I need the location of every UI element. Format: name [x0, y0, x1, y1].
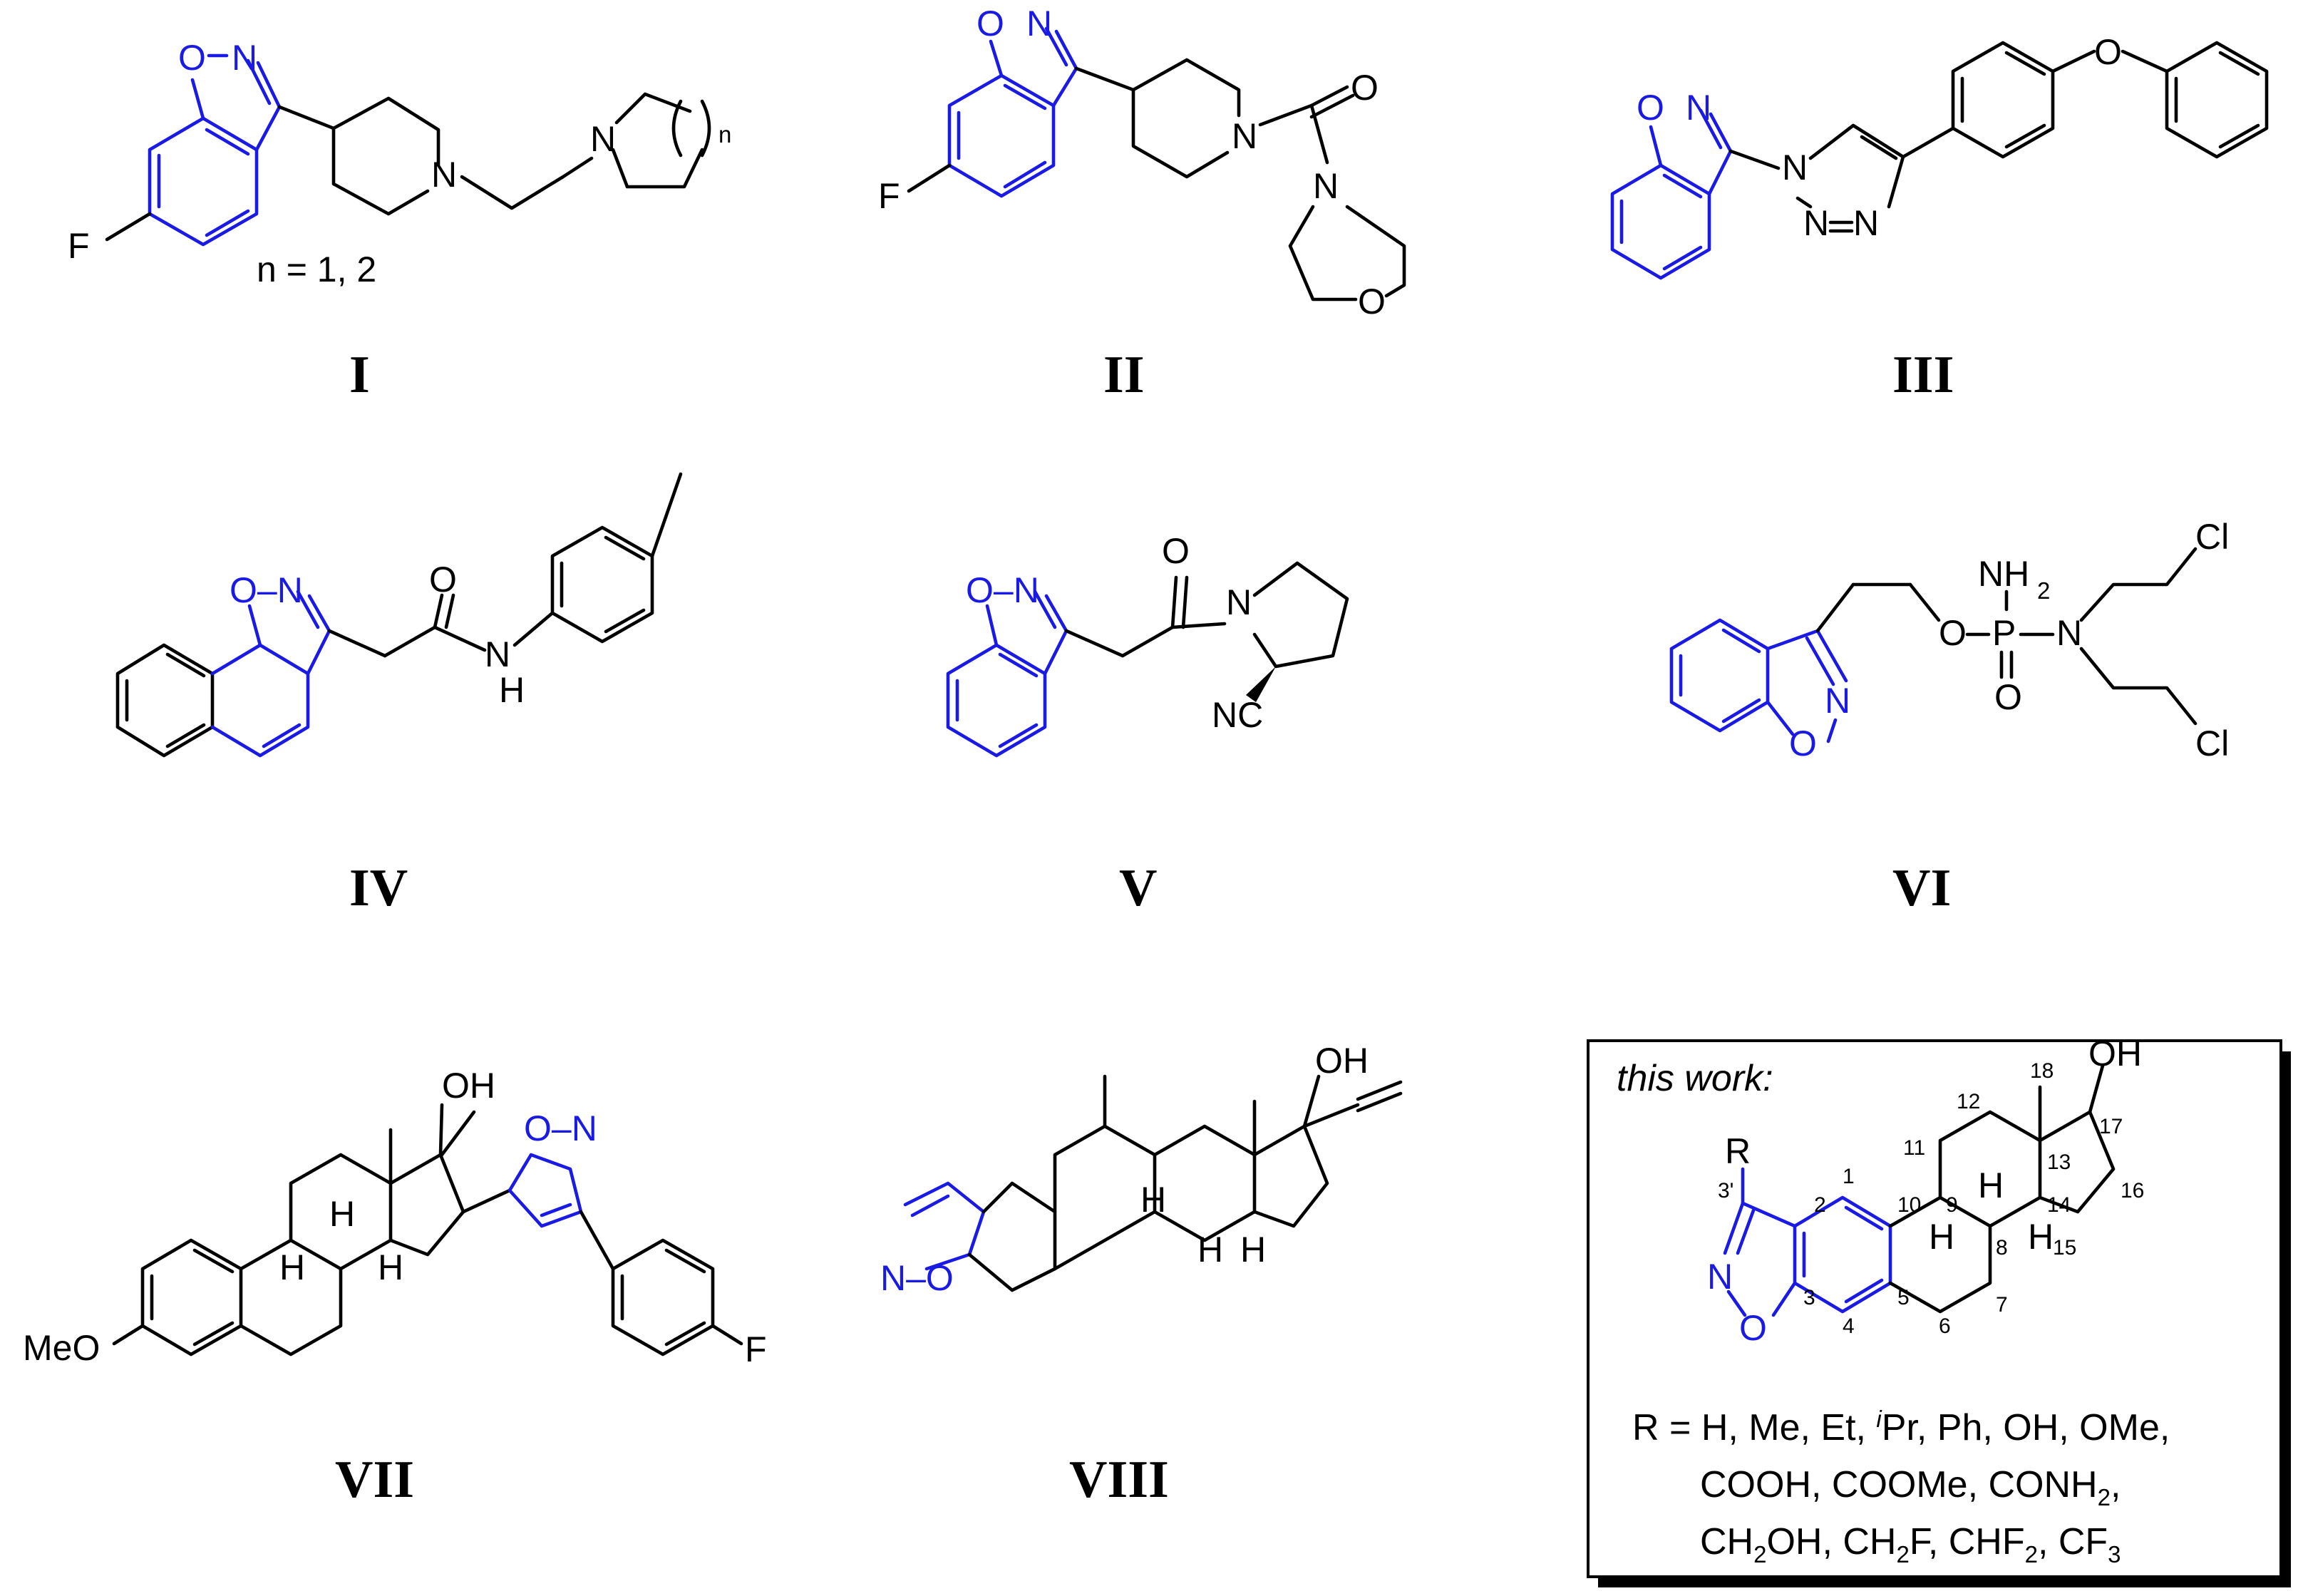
atom-N: N — [1026, 4, 1052, 43]
atom-number-16: 16 — [2121, 1179, 2144, 1203]
this-work-heading: this work: — [1617, 1058, 1773, 1099]
atom-number-9: 9 — [1946, 1193, 1958, 1217]
atom-NH2: NH — [1978, 554, 2029, 594]
atom-number-7: 7 — [1996, 1293, 2008, 1317]
atom-O: O — [1358, 282, 1386, 321]
compound-VIII: N–O OH H H H VIII — [880, 1041, 1403, 1509]
atom-number-3: 3 — [1803, 1286, 1815, 1309]
atom-number-10: 10 — [1897, 1193, 1921, 1217]
atom-N: N — [1853, 203, 1879, 243]
atom-N: N — [1313, 166, 1339, 206]
atom-number-13: 13 — [2047, 1150, 2071, 1174]
atom-number-15: 15 — [2053, 1236, 2076, 1260]
compound-I: O N F N N n n = 1, 2 I — [68, 38, 731, 404]
r-line-1: R = H, Me, Et, iPr, Ph, OH, OMe, — [1632, 1406, 2170, 1448]
caption-VI: VI — [1892, 859, 1951, 917]
atom-MeO: MeO — [23, 1328, 100, 1368]
atom-number-2: 2 — [1814, 1193, 1826, 1217]
atom-N: N — [1782, 148, 1808, 187]
atom-O: O — [977, 4, 1004, 43]
atom-P: P — [1992, 613, 2016, 653]
atom-Cl: Cl — [2195, 724, 2229, 763]
atom-O: O — [429, 560, 457, 599]
atom-OH: OH — [442, 1066, 495, 1106]
atom-O: O — [178, 38, 206, 78]
caption-IV: IV — [349, 859, 408, 917]
atom-number-11: 11 — [1903, 1136, 1925, 1160]
atom-F: F — [745, 1329, 767, 1369]
atom-Cl: Cl — [2195, 517, 2229, 557]
atom-H: H — [279, 1247, 305, 1287]
caption-II: II — [1103, 346, 1145, 404]
atom-O: O — [2094, 32, 2122, 72]
caption-I: I — [349, 346, 370, 404]
atom-number-1: 1 — [1843, 1165, 1855, 1188]
caption-VII: VII — [335, 1451, 414, 1509]
atom-O: O–N — [524, 1108, 597, 1148]
subscript-n: n — [718, 121, 731, 148]
compound-II: O N F N O N O II — [878, 4, 1406, 404]
atom-N: N — [1803, 203, 1829, 243]
atom-number-18: 18 — [2030, 1059, 2054, 1083]
atom-N: N — [1707, 1257, 1733, 1297]
n-label: n = 1, 2 — [257, 249, 376, 289]
atom-O: O–N — [230, 570, 303, 610]
atom-N: N — [485, 634, 510, 674]
atom-H: H — [329, 1194, 355, 1234]
atom-number-8: 8 — [1996, 1236, 2008, 1260]
atom-NC: NC — [1212, 695, 1263, 735]
atom-number-3prime: 3' — [1718, 1179, 1733, 1203]
box-frame — [1587, 1039, 2282, 1578]
this-work-box: this work: R N O OH H H H 3' 2 1 3 4 5 6… — [1587, 1034, 2291, 1587]
atom-OH: OH — [1315, 1041, 1369, 1081]
compound-VI: N O O P NH 2 O N Cl Cl VI — [1669, 517, 2229, 917]
atom-H: H — [1978, 1165, 2004, 1205]
atom-O: O — [1789, 724, 1817, 763]
atom-number-6: 6 — [1939, 1314, 1951, 1338]
compound-VII: MeO OH O–N F H H H VII — [23, 1066, 767, 1509]
atom-H: H — [2028, 1217, 2054, 1257]
compound-III: O N N N N O III — [1610, 32, 2269, 404]
atom-N: N — [2056, 613, 2082, 653]
atom-N: N — [1232, 116, 1257, 156]
atom-number-14: 14 — [2047, 1193, 2071, 1217]
compound-IV: O–N O N H IV — [115, 472, 683, 917]
subscript-2: 2 — [2037, 577, 2050, 604]
atom-number-4: 4 — [1843, 1314, 1855, 1338]
atom-OH: OH — [2088, 1034, 2142, 1074]
atom-O: O — [1939, 613, 1967, 653]
atom-N: N — [431, 155, 457, 195]
atom-O: O–N — [966, 570, 1039, 610]
atom-N: N–O — [880, 1258, 954, 1298]
atom-number-5: 5 — [1897, 1286, 1910, 1309]
compound-V: O–N O N NC V — [946, 531, 1349, 917]
atom-F: F — [68, 226, 90, 266]
caption-VIII: VIII — [1069, 1451, 1169, 1509]
atom-N: N — [1226, 582, 1252, 622]
atom-number-17: 17 — [2099, 1115, 2123, 1138]
atom-O: O — [1351, 68, 1379, 108]
r-line-3: CH2OH, CH2F, CHF2, CF3 — [1700, 1521, 2121, 1567]
atom-R: R — [1725, 1131, 1751, 1171]
atom-N: N — [1686, 88, 1711, 128]
atom-O: O — [1162, 531, 1190, 571]
atom-H: H — [378, 1247, 403, 1287]
atom-H: H — [499, 670, 525, 710]
atom-H: H — [1240, 1230, 1266, 1270]
atom-O: O — [1637, 88, 1664, 128]
atom-F: F — [878, 176, 900, 216]
atom-N: N — [1825, 681, 1850, 721]
atom-N: N — [590, 119, 616, 159]
caption-V: V — [1119, 859, 1157, 917]
r-line-2: COOH, COOMe, CONH2, — [1700, 1464, 2121, 1510]
atom-H: H — [1140, 1180, 1166, 1220]
atom-O: O — [1994, 677, 2022, 717]
atom-number-12: 12 — [1957, 1090, 1980, 1113]
atom-N: N — [232, 38, 257, 78]
atom-H: H — [1197, 1230, 1223, 1270]
atom-H: H — [1929, 1217, 1954, 1257]
caption-III: III — [1892, 346, 1954, 404]
